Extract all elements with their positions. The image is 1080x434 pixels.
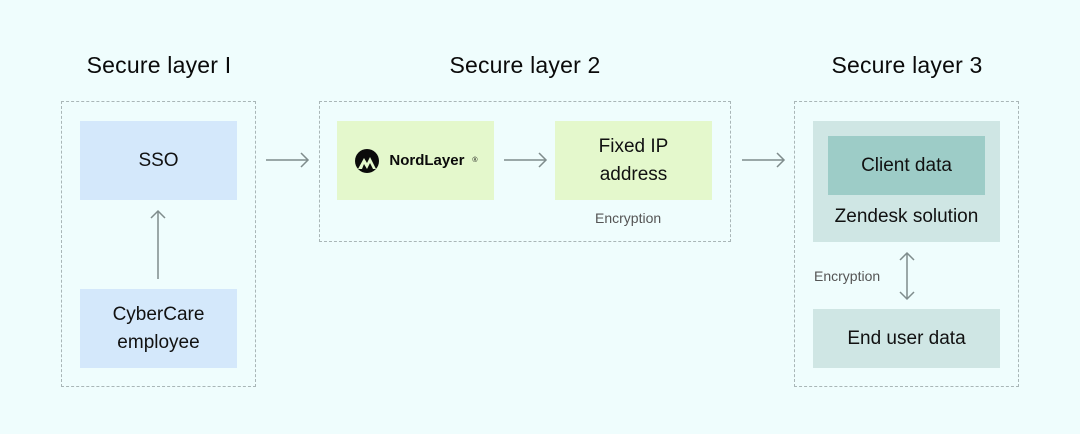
end-user-data-box: End user data [813,309,1000,368]
layer-1-title: Secure layer I [86,52,232,78]
mountain-logo-icon [355,148,380,173]
layer2-to-layer3-arrow [742,152,786,168]
employee-label-line1: CyberCare [112,303,205,325]
nordlayer-registered-mark: ® [472,156,478,164]
fixed-ip-box: Fixed IP address [555,121,712,200]
cybercare-employee-box: CyberCare employee [80,289,237,368]
sso-label: SSO [138,149,179,171]
layer-3-title: Secure layer 3 [831,52,983,78]
fixed-ip-line2: address [599,163,668,185]
layer-3-encryption-label: Encryption [814,268,881,284]
end-user-data-label: End user data [847,327,966,349]
employee-label-line2: employee [117,331,200,353]
nordlayer-box: NordLayer ® [337,121,494,200]
layer-2-encryption-label: Encryption [595,210,662,226]
bidirectional-arrow-icon [899,251,915,301]
zendesk-label: Zendesk solution [834,206,979,227]
layer-2-container [319,101,731,242]
client-data-label: Client data [861,154,952,176]
fixed-ip-line1: Fixed IP [598,135,669,157]
sso-box: SSO [80,121,237,200]
client-data-box: Client data [828,136,985,195]
employee-to-sso-arrow [150,209,166,279]
layer-2-title: Secure layer 2 [449,52,601,78]
layer1-to-layer2-arrow [266,152,310,168]
nordlayer-logo: NordLayer ® [353,147,478,175]
zendesk-box: Client data Zendesk solution [813,121,1000,242]
nordlayer-text: NordLayer [389,151,465,169]
nordlayer-to-fixed-ip-arrow [504,152,548,168]
layer-1-container [61,101,256,387]
layer-3-container [794,101,1019,387]
